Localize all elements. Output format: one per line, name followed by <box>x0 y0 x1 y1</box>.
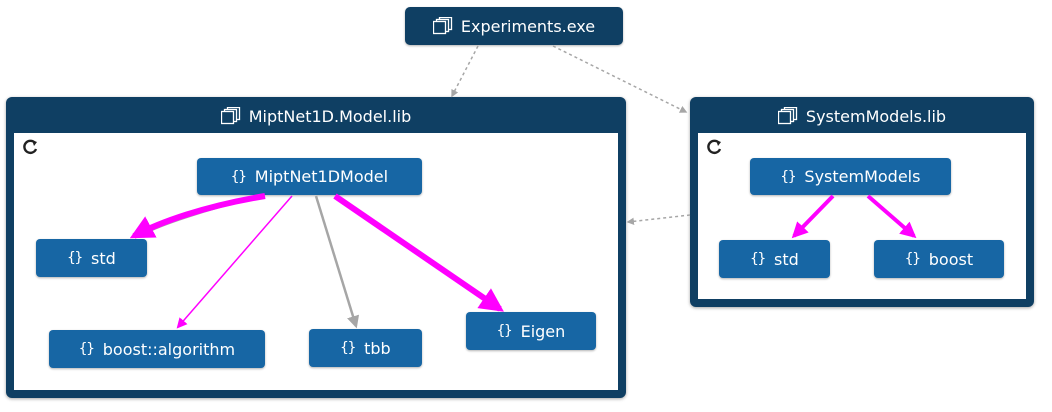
namespace-icon: {} <box>78 341 95 357</box>
group-header[interactable]: MiptNet1D.Model.lib <box>6 97 626 135</box>
namespace-icon: {} <box>904 251 921 267</box>
group-title: MiptNet1D.Model.lib <box>248 106 412 126</box>
namespace-icon: {} <box>780 168 797 185</box>
node-label: Experiments.exe <box>460 16 596 36</box>
edge-root-to-miptnet[interactable] <box>451 45 479 98</box>
node-experiments-exe[interactable]: Experiments.exe <box>405 7 623 45</box>
refresh-icon[interactable] <box>20 137 40 157</box>
node-label: std <box>774 249 799 269</box>
node-boost[interactable]: {} boost <box>874 240 1004 278</box>
node-label: SystemModels <box>804 167 921 186</box>
namespace-icon: {} <box>67 250 83 266</box>
assembly-icon <box>777 107 798 125</box>
node-label: Eigen <box>520 321 566 341</box>
edge-systemmodels-to-miptnet[interactable] <box>626 214 691 226</box>
node-eigen[interactable]: {} Eigen <box>466 312 596 350</box>
node-boost-algorithm[interactable]: {} boost::algorithm <box>49 330 265 368</box>
assembly-icon <box>432 17 453 35</box>
node-std-systemmodels[interactable]: {} std <box>719 240 830 278</box>
group-header[interactable]: SystemModels.lib <box>690 97 1034 135</box>
namespace-icon: {} <box>230 168 247 185</box>
node-label: tbb <box>364 338 391 358</box>
namespace-icon: {} <box>750 251 766 267</box>
namespace-icon: {} <box>496 323 513 339</box>
node-label: MiptNet1DModel <box>254 167 389 186</box>
namespace-icon: {} <box>340 340 356 356</box>
node-label: boost::algorithm <box>102 339 236 359</box>
node-tbb[interactable]: {} tbb <box>309 329 422 367</box>
refresh-icon[interactable] <box>704 137 724 157</box>
node-label: boost <box>928 249 974 269</box>
node-miptnet1dmodel[interactable]: {} MiptNet1DModel <box>197 158 422 195</box>
node-std-miptnet[interactable]: {} std <box>36 239 147 277</box>
group-title: SystemModels.lib <box>805 106 947 126</box>
node-label: std <box>91 248 116 268</box>
node-systemmodels[interactable]: {} SystemModels <box>750 158 951 195</box>
assembly-icon <box>220 107 241 125</box>
